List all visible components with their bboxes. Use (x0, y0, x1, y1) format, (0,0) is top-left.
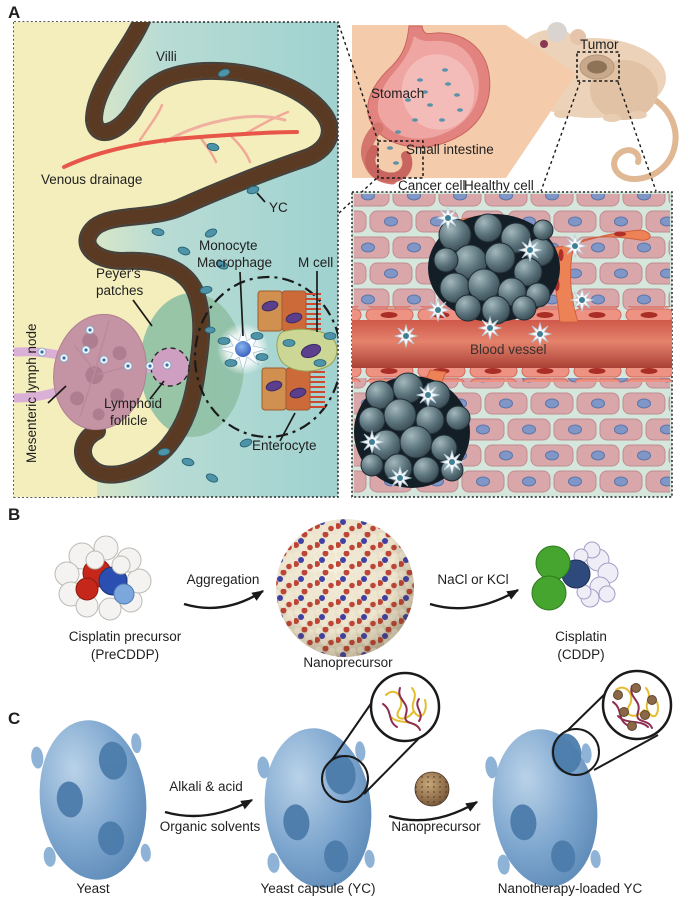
wall-zoom-circle (321, 755, 369, 803)
magnified-gut-epithelium-circle (193, 275, 338, 439)
lymphoid-follicle-label-2: follicle (110, 413, 148, 428)
loading-arrow (388, 800, 479, 822)
venous-drainage-label: Venous drainage (41, 172, 142, 187)
monocyte-label: Monocyte (199, 238, 258, 253)
mouse-eye (540, 40, 548, 48)
mouse-ear (547, 22, 567, 42)
nanoprecursor-sphere (276, 519, 414, 657)
yeast-capsule (257, 671, 441, 888)
yeast-cell (31, 720, 151, 880)
nanoprecursor-particle (414, 771, 450, 807)
intestinal-wall-illustration: Villi Venous drainage YC Monocyte Macrop… (13, 21, 339, 498)
nanoprecursor-label: Nanoprecursor (303, 655, 393, 670)
salt-label: NaCl or KCl (437, 572, 508, 587)
precursor-label-2: (PreCDDP) (91, 647, 159, 662)
healthy-cell-label: Healthy cell (464, 178, 534, 193)
lymphoid-follicle-label-1: Lymphoid (104, 396, 162, 411)
capsules-in-stomach (387, 68, 463, 165)
cisplatin-molecule (531, 541, 619, 611)
mouse-tail (611, 93, 679, 182)
yc-label: YC (269, 200, 288, 215)
stomach-label: Stomach (371, 86, 424, 101)
inset-connector-top (338, 24, 379, 142)
mouse-ear-2 (570, 29, 586, 45)
follicle-pointer (149, 380, 165, 400)
enterocyte-pointer (279, 412, 296, 442)
aggregation-arrow (183, 589, 265, 610)
mesenteric-lymph-node-illustration (53, 313, 147, 431)
peyers-pointer (132, 299, 153, 327)
aggregation-label: Aggregation (187, 572, 260, 587)
small-intestine-loop (365, 145, 413, 183)
yeast-capsule-particles (151, 68, 260, 483)
tumor-zoom-rect (576, 51, 620, 82)
m-cell-illustration (276, 328, 338, 372)
loaded-magnifier-line-2 (593, 734, 659, 771)
villus-epithelium (74, 22, 338, 484)
loaded-magnifier (601, 669, 673, 741)
organic-solvents-label: Organic solvents (160, 819, 261, 834)
panel-c-label: C (8, 709, 20, 728)
monocyte-pointer (239, 271, 244, 337)
stomach-inset: Stomach Small intestine (338, 24, 576, 214)
migrating-cells (37, 325, 172, 371)
macrophage-label: Macrophage (197, 255, 272, 270)
nanotherapy-loaded-yc (485, 669, 673, 887)
mesenteric-lymph-node-label: Mesenteric lymph node (24, 323, 39, 463)
salt-arrow (429, 588, 520, 610)
precursor-label-1: Cisplatin precursor (69, 629, 182, 644)
loading-arrow-label: Nanoprecursor (391, 819, 481, 834)
tumor-label: Tumor (580, 37, 619, 52)
alkali-acid-label: Alkali & acid (169, 779, 243, 794)
peyers-patches-label-1: Peyer's (96, 266, 141, 281)
tumor-microenvironment-box: Blood vessel (351, 191, 673, 498)
m-cell-label: M cell (298, 255, 333, 270)
blood-vessel-label: Blood vessel (470, 342, 547, 357)
yeast-label: Yeast (76, 881, 110, 896)
loaded-zoom-circle (552, 728, 600, 776)
small-intestine-label: Small intestine (406, 142, 494, 157)
peyers-patches-label-2: patches (96, 283, 144, 298)
cancer-cell-cluster-top (428, 213, 560, 325)
cisplatin-label-2: (CDDP) (557, 647, 604, 662)
yeast-capsule-label: Yeast capsule (YC) (260, 881, 375, 896)
tumor-connector-left (540, 81, 581, 192)
alkali-arrow (164, 798, 254, 818)
cancer-cell-cluster-bottom (354, 372, 471, 488)
panel-a-label: A (8, 3, 20, 22)
villi-label: Villi (156, 49, 177, 64)
monocyte-macrophage-cell (204, 323, 269, 375)
yc-pointer (256, 192, 266, 203)
tumor-connector-right (617, 81, 657, 192)
venous-drainage-vessels (62, 103, 299, 169)
stomach-lumen (401, 54, 475, 130)
panel-b-label: B (8, 505, 20, 524)
intestine-zoom-rect (377, 140, 424, 179)
cisplatin-label-1: Cisplatin (555, 629, 607, 644)
cancer-cell-label: Cancer cell (398, 178, 466, 193)
yc-starburst-particles (359, 205, 595, 491)
nanotherapy-loaded-yc-label: Nanotherapy-loaded YC (498, 881, 643, 896)
capsule-wall-magnifier (369, 671, 441, 743)
enterocyte-cells (257, 290, 325, 411)
lymph-node-pointer (47, 385, 67, 404)
cisplatin-precursor-molecule (54, 535, 152, 621)
enterocyte-label: Enterocyte (252, 438, 317, 453)
tumor-core (587, 60, 607, 74)
